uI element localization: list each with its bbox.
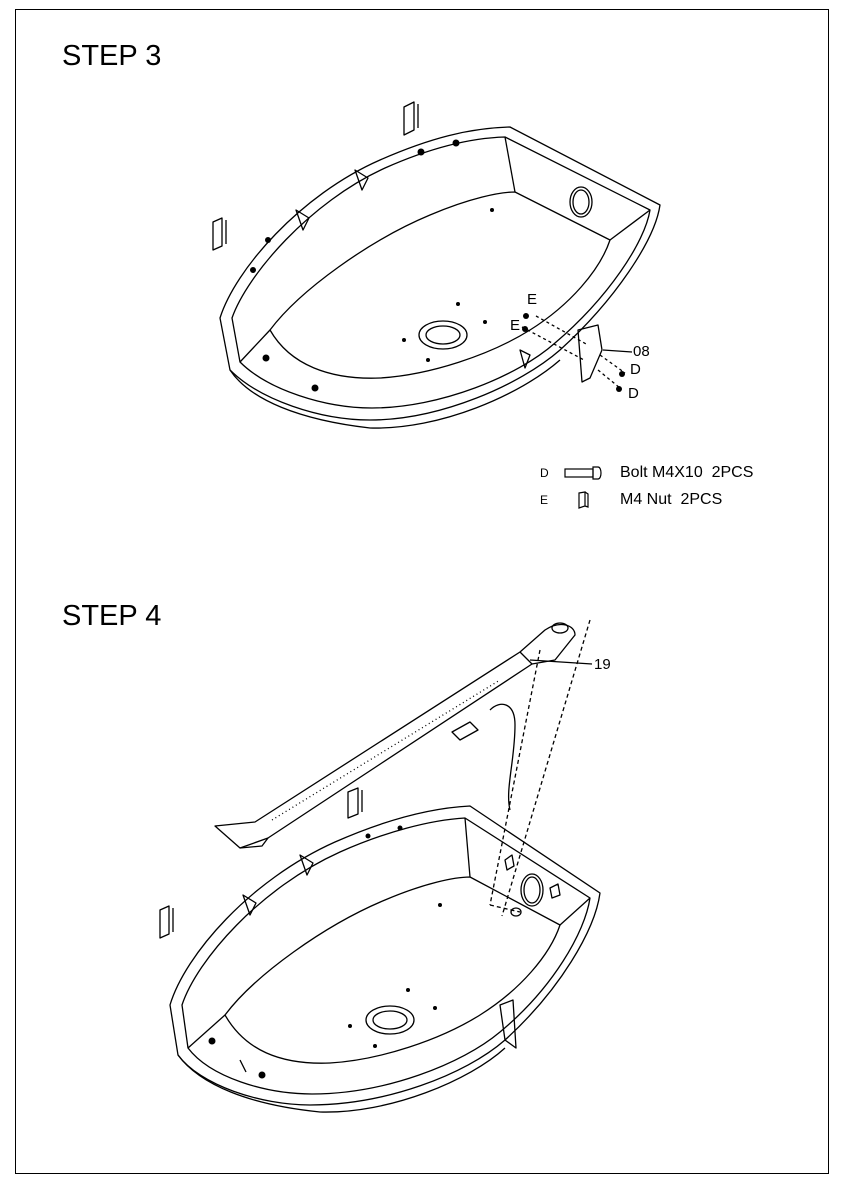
- tray-outer-rim: [219, 126, 661, 421]
- bracket-rear: [403, 101, 419, 136]
- step-3-title: STEP 3: [62, 40, 162, 72]
- tray-floor: [269, 191, 611, 379]
- callout-part-19: 19: [594, 656, 611, 673]
- callout-e-upper: E: [527, 291, 538, 308]
- nut-icon: [562, 489, 608, 511]
- bracket-left: [212, 217, 227, 251]
- bolt-d-lower: [616, 386, 622, 392]
- tray-outer-rim-step4: [169, 805, 601, 1106]
- ignition-hole-step4: [520, 873, 544, 907]
- nut-e-lower: [522, 326, 528, 332]
- page-border: [15, 9, 829, 1174]
- tray-inner-rim: [231, 136, 651, 409]
- nut-e-upper: [523, 313, 529, 319]
- callout-e-lower: E: [510, 317, 521, 334]
- callout-d-lower: D: [628, 385, 639, 402]
- step-4-title: STEP 4: [62, 600, 162, 632]
- tray-floor-step4: [224, 876, 561, 1064]
- part-08-bracket: [577, 324, 603, 383]
- bolt-icon: [562, 462, 608, 484]
- callout-d-upper: D: [630, 361, 641, 378]
- legend-row-nut: E M4 Nut 2PCS: [540, 489, 722, 511]
- center-drain: [418, 320, 468, 350]
- bolt-d-upper: [619, 371, 625, 377]
- burner-tube: [214, 651, 533, 849]
- legend-text-bolt: Bolt M4X10 2PCS: [620, 464, 754, 481]
- ignition-hole: [569, 186, 593, 218]
- callout-part-08: 08: [633, 343, 650, 360]
- legend-text-nut: M4 Nut 2PCS: [620, 491, 723, 508]
- center-drain-step4: [365, 1005, 415, 1035]
- legend-key-e: E: [540, 493, 549, 507]
- legend-row-bolt: D Bolt M4X10 2PCS: [540, 462, 753, 484]
- legend-key-d: D: [540, 466, 549, 480]
